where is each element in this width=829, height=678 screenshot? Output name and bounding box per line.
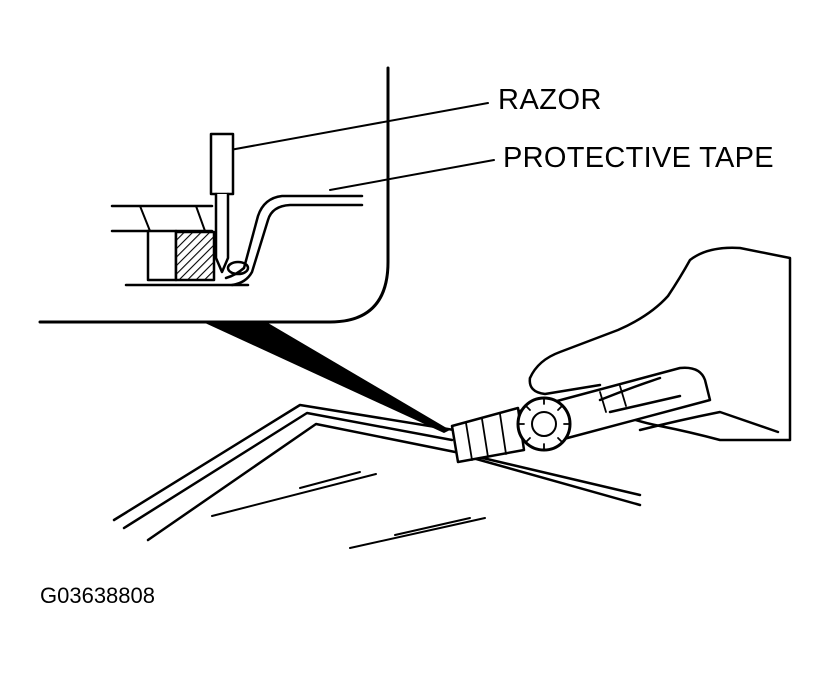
tape-leader-line <box>329 159 495 191</box>
callout-border <box>38 66 390 324</box>
windshield-edge <box>112 403 642 549</box>
knife-rib-1 <box>599 391 607 413</box>
blade-segment-3 <box>499 413 507 455</box>
glass-edge <box>226 260 250 276</box>
protective-tape-label: PROTECTIVE TAPE <box>503 142 774 174</box>
thumb <box>528 376 602 396</box>
knife-wheel-teeth <box>517 397 571 451</box>
magnification-cone <box>205 323 450 433</box>
protective-tape-inner <box>230 203 364 287</box>
blade-segment-1 <box>465 422 473 461</box>
razor-label: RAZOR <box>498 84 602 116</box>
molding-mid <box>122 411 454 530</box>
knife-wheel-hub <box>531 411 557 437</box>
adhesive-bead <box>174 230 216 282</box>
blade-segment-2 <box>481 418 489 458</box>
razor-leader-line <box>229 102 489 151</box>
glass-reflection-4 <box>394 517 471 536</box>
spacer-block <box>146 229 178 282</box>
glass-reflection-3 <box>349 517 486 549</box>
figure-id: G03638808 <box>40 583 155 608</box>
molding-inner <box>146 422 642 542</box>
fingers <box>598 376 780 434</box>
glass-reflection-1 <box>211 473 377 517</box>
knife-rib-2 <box>619 385 627 407</box>
hand-with-utility-knife <box>450 246 792 464</box>
glass-reflection-2 <box>299 471 361 489</box>
spacer-edge-2 <box>195 205 206 232</box>
razor-blade <box>214 192 230 274</box>
razor-handle <box>209 132 235 196</box>
protective-tape <box>224 194 364 280</box>
magnified-detail-callout <box>38 66 495 324</box>
glass-edge-line <box>460 453 642 507</box>
spacer-edge <box>139 205 151 232</box>
molding-outer <box>112 403 456 522</box>
